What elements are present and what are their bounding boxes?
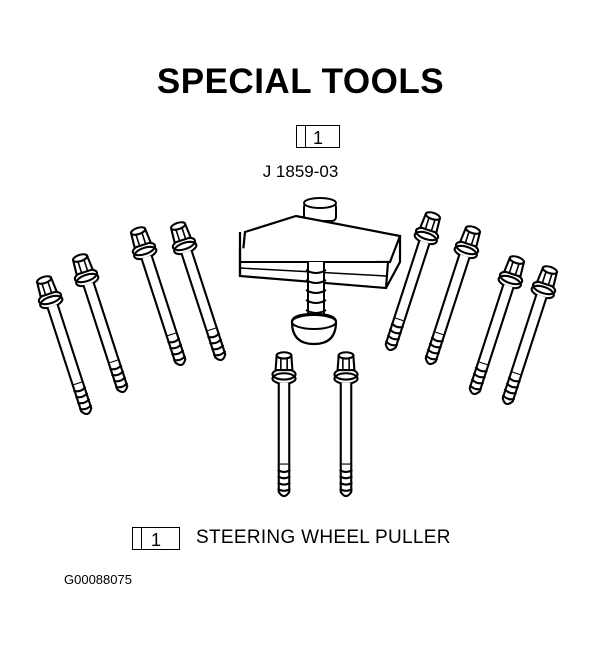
legend-number-box: 1 bbox=[132, 527, 180, 550]
page-title: SPECIAL TOOLS bbox=[156, 62, 445, 101]
tool-part-number: J 1859-03 bbox=[262, 162, 339, 181]
bolt-center-1 bbox=[271, 351, 297, 498]
puller-body bbox=[238, 197, 402, 290]
forcing-screw bbox=[290, 262, 338, 346]
figure-id: G00088075 bbox=[64, 572, 132, 587]
legend-label: STEERING WHEEL PULLER bbox=[196, 527, 451, 548]
callout-number: 1 bbox=[312, 128, 323, 148]
legend-number: 1 bbox=[150, 530, 161, 550]
callout-number-box: 1 bbox=[296, 125, 340, 148]
bolt-center-2 bbox=[333, 351, 359, 498]
